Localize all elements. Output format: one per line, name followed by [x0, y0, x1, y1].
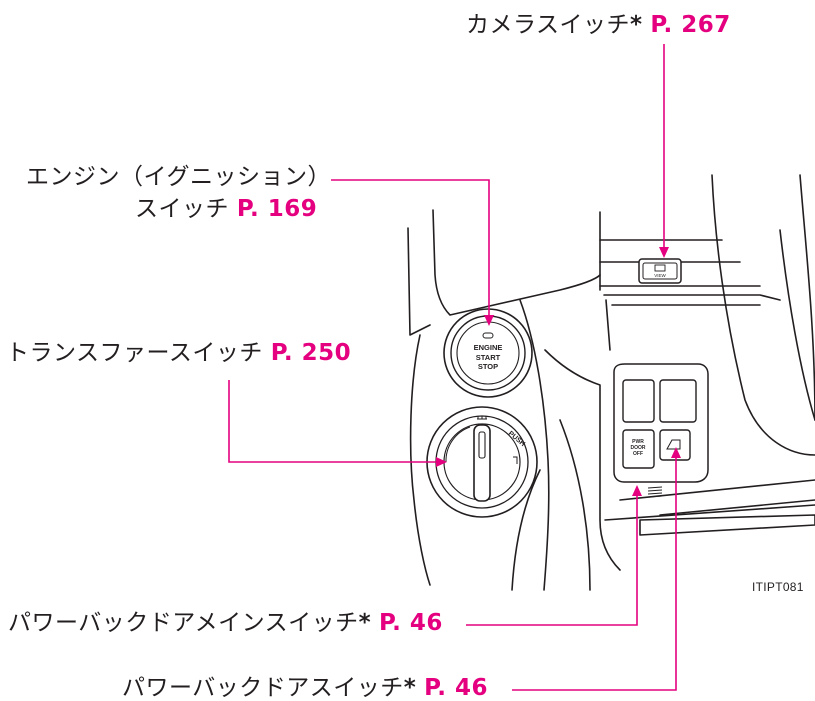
center-stack-left — [407, 227, 431, 336]
column-edge-3 — [711, 174, 815, 456]
pwr-marking-1: PWR — [632, 439, 644, 445]
callout-transfer-text: トランスファースイッチ — [6, 340, 263, 366]
switch-panel-frame-left — [544, 349, 621, 571]
callout-engine-line2: スイッチ P. 169 — [135, 196, 317, 222]
engine-indicator-icon — [482, 332, 494, 339]
arrow-backdoor — [671, 447, 681, 458]
callout-backdoor-main-switch: パワーバックドアメインスイッチ* P. 46 — [8, 610, 443, 636]
camera-view-marking: VIEW — [654, 273, 666, 278]
leader-arrowheads — [436, 247, 681, 496]
switch-panel: PWR DOOR OFF — [613, 363, 709, 498]
arrow-backdoor-main — [632, 485, 642, 496]
column-edge-2 — [779, 229, 815, 421]
l4-icon — [513, 456, 518, 464]
shelf-mid — [659, 499, 815, 516]
lower-panel-edge — [605, 299, 611, 351]
camera-icon — [654, 264, 666, 272]
image-code: ITIPT081 — [752, 580, 804, 594]
callout-engine-text-2: スイッチ — [135, 196, 229, 222]
h4-icon — [477, 416, 487, 420]
blank-switch-2 — [659, 379, 697, 423]
leader-engine — [331, 179, 490, 318]
arrow-transfer — [436, 457, 447, 467]
shelf-front — [639, 514, 815, 536]
leader-transfer — [228, 380, 438, 463]
center-stack-bezel-right — [519, 299, 550, 591]
pwr-marking-3: OFF — [633, 451, 643, 457]
camera-switch: VIEW — [638, 258, 682, 284]
callout-backdoor-main-star: * — [358, 610, 372, 636]
callout-transfer-page[interactable]: P. 250 — [270, 340, 352, 366]
engine-marking-3: STOP — [478, 362, 498, 371]
callout-backdoor-text: パワーバックドアスイッチ — [122, 675, 404, 701]
pwr-door-switch — [659, 429, 691, 461]
vent-grille — [647, 486, 663, 498]
engine-start-button: ENGINE START STOP — [443, 308, 533, 398]
engine-marking-1: ENGINE — [474, 343, 503, 352]
callout-camera-star: * — [630, 12, 643, 38]
callout-backdoor-main-text: パワーバックドアメインスイッチ — [8, 610, 359, 636]
console-curve-2 — [511, 469, 541, 591]
transfer-knob — [473, 424, 491, 502]
column-edge-1 — [799, 174, 815, 421]
leader-backdoor — [512, 455, 677, 691]
console-curve — [559, 419, 591, 591]
callout-camera-switch: カメラスイッチ* P. 267 — [466, 12, 731, 38]
pwr-door-main-switch — [622, 429, 655, 469]
callout-engine-page[interactable]: P. 169 — [236, 196, 318, 222]
callout-backdoor-main-page[interactable]: P. 46 — [379, 610, 443, 636]
callout-backdoor-star: * — [403, 675, 417, 701]
callout-engine-line1: エンジン（イグニッション） — [26, 164, 331, 190]
pwr-marking-2: DOOR — [631, 445, 646, 451]
arrow-camera — [659, 247, 669, 258]
shelf-line — [604, 504, 815, 521]
blank-switch-1 — [622, 379, 655, 423]
callout-backdoor-switch: パワーバックドアスイッチ* P. 46 — [122, 675, 488, 701]
leader-backdoor-main — [466, 493, 638, 626]
lower-panel-top — [603, 294, 781, 301]
callout-transfer-switch: トランスファースイッチ P. 250 — [6, 340, 351, 366]
arrow-engine — [484, 315, 494, 326]
center-stack-bezel-left — [409, 334, 431, 586]
callout-camera-page[interactable]: P. 267 — [650, 12, 731, 38]
center-stack-upper — [432, 209, 601, 316]
callout-engine-text-1: エンジン（イグニッション） — [26, 164, 332, 190]
leader-lines — [228, 44, 677, 691]
engine-marking-2: START — [476, 353, 501, 362]
callout-backdoor-page[interactable]: P. 46 — [424, 675, 489, 701]
transfer-dial: PUSH — [426, 406, 538, 518]
callout-camera-text: カメラスイッチ — [466, 12, 631, 38]
